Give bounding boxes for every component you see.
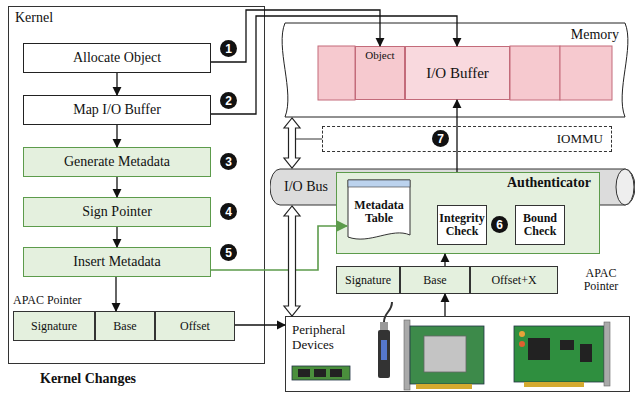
pointer-field: Base [95,311,155,341]
process-box: Sign Pointer [23,197,211,227]
flow-arrow [444,294,445,316]
node-text: I/O Bus [284,179,328,195]
flow-arrow [116,177,117,197]
callout-number: 2 [220,92,237,109]
flow-arrow [444,254,445,266]
pointer-group: APAC PointerSignature Base Offset [13,293,235,341]
node-text: Map I/O Buffer [73,102,161,118]
node-text: Allocate Object [73,50,161,66]
object-cell: Object [355,46,405,100]
callout-number: 3 [220,153,237,170]
flow-arrow [116,125,117,147]
node-text: Kernel [15,10,53,26]
memory-region: MemoryObjectI/O Buffer [275,22,635,118]
pcie-card [404,320,484,390]
node-text: Base [113,319,136,334]
node-text: Offset [180,319,210,334]
ssd-stick [292,366,350,380]
expansion-card [514,322,610,387]
node-text: Generate Metadata [64,154,170,170]
flow-arrow [116,73,117,95]
node-text: APAC Pointer [572,267,630,293]
pointer-group: APAC Pointer Signature Base Offset+X [336,266,632,294]
callout-number: 4 [220,203,237,220]
node-text: Sign Pointer [82,204,152,220]
node-text: Integrity Check [438,212,486,238]
kernel-region: KernelAllocate ObjectMap I/O BufferGener… [8,6,265,364]
peripheral-devices-box: Peripheral Devices [285,316,630,392]
pointer-field: Signature [336,266,400,294]
node-text: Metadata Table [349,199,409,225]
flow-arrow [115,277,116,311]
callout-number: 5 [220,244,237,261]
node-text: Signature [345,274,391,287]
node-text: Insert Metadata [73,254,160,270]
node-text: Object [365,49,394,61]
process-box: Generate Metadata [23,147,211,177]
flow-arrow [211,226,347,270]
flow-arrow [211,10,380,62]
pointer-field: Signature [13,311,95,341]
metadata-table: Metadata Table [347,179,411,243]
io-buffer-cell: I/O Buffer [405,46,510,100]
node-text: Peripheral Devices [292,322,366,352]
node-text: Base [423,274,446,287]
process-box: Insert Metadata [23,247,211,277]
node-text: Memory [571,27,619,43]
flow-arrow [211,16,457,114]
node-text: APAC Pointer [13,293,82,308]
node-text: I/O Buffer [426,65,489,82]
callout-number: 1 [220,40,237,57]
node-text: Bound Check [516,212,564,238]
pointer-field: Offset [155,311,235,341]
pointer-field: Offset+X [470,266,558,294]
node-text: Offset+X [491,274,536,287]
callout-number: 6 [491,216,508,233]
process-box: Map I/O Buffer [23,95,211,125]
flow-arrow [235,324,285,325]
bus-double-arrow [284,206,300,316]
group-caption: Kernel Changes [40,371,136,387]
process-box: Allocate Object [23,43,211,73]
authenticator-box: AuthenticatorMetadata TableIntegrity Che… [336,172,600,254]
check-box: Integrity Check [437,205,487,245]
pointer-field: Base [400,266,470,294]
bus-double-arrow [284,118,300,168]
node-text: Signature [31,319,77,334]
node-text: Authenticator [507,175,591,191]
callout-number: 7 [432,130,449,147]
iommu-box: IOMMU [322,126,612,152]
flow-arrow [116,227,117,247]
node-text: IOMMU [557,131,603,147]
usb-stick [378,302,392,378]
check-box: Bound Check [515,205,565,245]
flow-arrow [456,100,457,172]
